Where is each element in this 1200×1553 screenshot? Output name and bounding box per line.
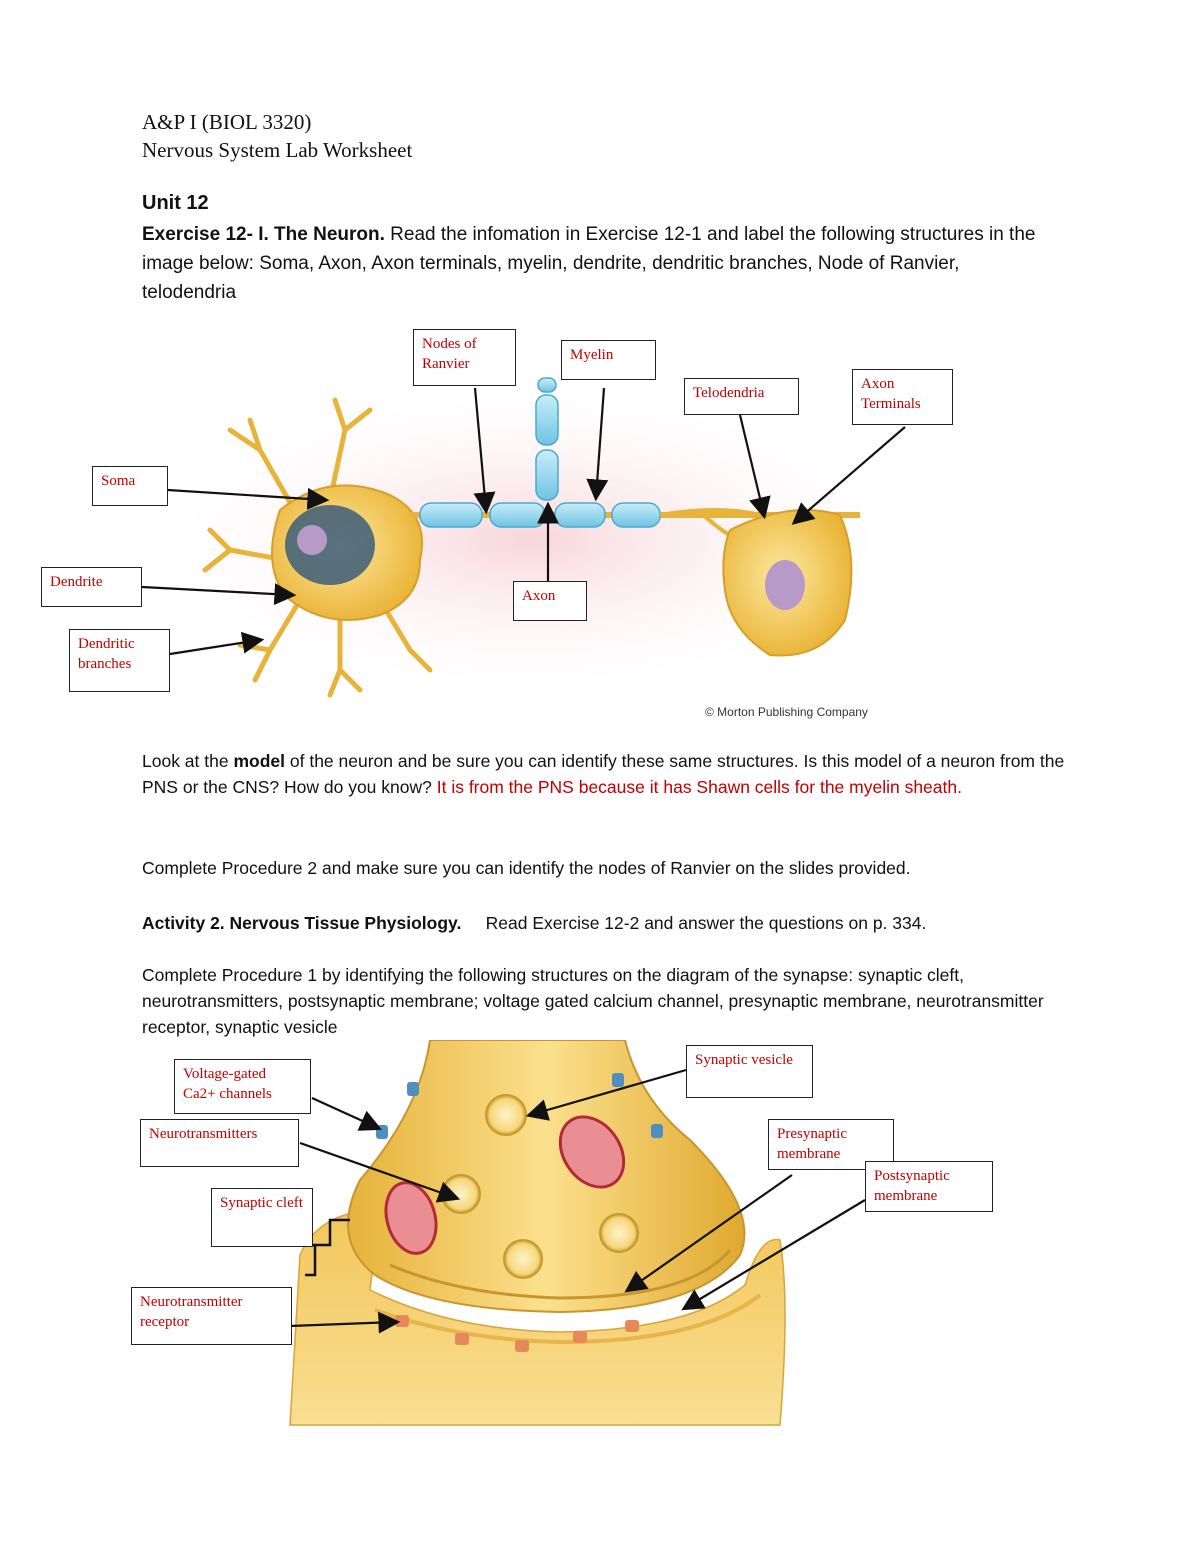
target-nucleus [765, 560, 805, 610]
copyright-text: © Morton Publishing Company [705, 705, 868, 719]
mitochondrion [384, 1181, 438, 1255]
activity2-heading: Activity 2. Nervous Tissue Physiology. [142, 913, 462, 933]
myelin-segments [419, 377, 661, 528]
label-axon: Axon [513, 581, 587, 621]
course-title: A&P I (BIOL 3320) [142, 110, 312, 134]
mitochondrion [558, 1115, 626, 1189]
label-synaptic-cleft: Synaptic cleft [211, 1188, 313, 1247]
label-telodendria: Telodendria [684, 378, 799, 415]
calcium-channels [376, 1073, 663, 1139]
worksheet-title: Nervous System Lab Worksheet [142, 138, 413, 162]
presynaptic-terminal [347, 1040, 746, 1314]
label-voltage-gated-channels: Voltage-gated Ca2+ channels [174, 1059, 311, 1114]
nucleus-er [285, 505, 375, 585]
label-neurotransmitters: Neurotransmitters [140, 1119, 299, 1167]
label-axon-terminals: Axon Terminals [852, 369, 953, 425]
label-nodes-of-ranvier: Nodes of Ranvier [413, 329, 516, 386]
synapse-arrows [289, 1068, 866, 1334]
activity2-text: Read Exercise 12-2 and answer the questi… [485, 913, 927, 933]
exercise1-instructions: Read the infomation in Exercise 12-1 and… [142, 224, 1036, 303]
model-question: Look at the model of the neuron and be s… [142, 748, 1072, 800]
neuron-diagram: © Morton Publishing Company [141, 377, 906, 719]
exercise1-paragraph: Exercise 12- I. The Neuron. Read the inf… [142, 220, 1042, 307]
model-answer: It is from the PNS because it has Shawn … [436, 777, 962, 797]
label-synaptic-vesicle: Synaptic vesicle [686, 1045, 813, 1098]
model-q-part2: of the neuron and be sure you can identi… [142, 751, 1065, 797]
procedure2-text: Complete Procedure 2 and make sure you c… [142, 858, 911, 878]
cleft-bracket [305, 1218, 350, 1277]
model-q-part1: Look at the [142, 751, 234, 771]
receptors [395, 1315, 639, 1352]
model-q-bold: model [233, 751, 286, 771]
procedure1-text: Complete Procedure 1 by identifying the … [142, 965, 1044, 1037]
dendrites [202, 397, 433, 698]
label-postsynaptic-membrane: Postsynaptic membrane [865, 1161, 993, 1212]
label-myelin: Myelin [561, 340, 656, 380]
exercise1-heading: Exercise 12- I. The Neuron. [142, 224, 385, 245]
postsynaptic-membrane-line [374, 1293, 762, 1345]
label-neurotransmitter-receptor: Neurotransmitter receptor [131, 1287, 292, 1345]
label-soma: Soma [92, 466, 168, 506]
presynaptic-membrane-line [389, 1249, 732, 1300]
nucleolus [297, 525, 327, 555]
label-dendrite: Dendrite [41, 567, 142, 607]
neuron-arrows [141, 387, 906, 656]
label-dendritic-branches: Dendritic branches [69, 629, 170, 692]
unit-title: Unit 12 [142, 192, 209, 214]
synaptic-vesicles [441, 1094, 639, 1279]
synapse-diagram [289, 1040, 866, 1426]
activity2-paragraph: Activity 2. Nervous Tissue Physiology. R… [142, 910, 1072, 936]
